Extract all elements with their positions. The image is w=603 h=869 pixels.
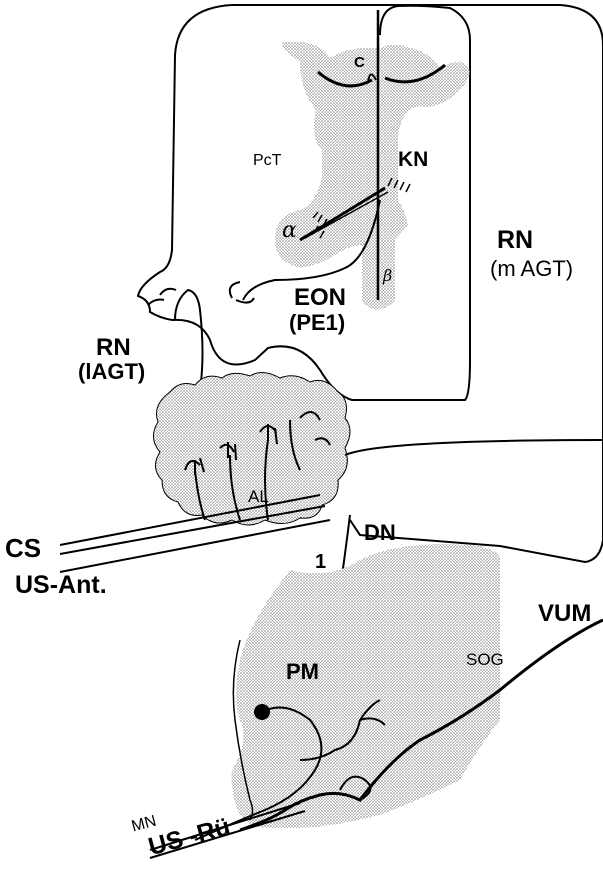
label-beta: β	[383, 268, 392, 284]
label-eon: EON	[294, 286, 346, 310]
label-us-ant: US-Ant.	[15, 573, 107, 598]
label-al: AL	[248, 488, 269, 505]
pm-soma	[254, 704, 270, 720]
label-magt: (m AGT)	[490, 258, 573, 280]
label-kn: KN	[398, 149, 428, 170]
label-sog: SOG	[466, 651, 504, 668]
label-cs: CS	[5, 535, 41, 561]
rn-lagt-tract-2	[148, 289, 176, 305]
label-rn-magt: RN	[497, 228, 533, 253]
label-pm: PM	[286, 661, 319, 683]
label-vum: VUM	[538, 602, 591, 626]
label-alpha: α	[282, 220, 297, 242]
label-lagt: (lAGT)	[78, 361, 145, 383]
label-1: 1	[315, 552, 326, 572]
subesophageal-ganglion	[232, 544, 500, 828]
eon-terminal	[230, 282, 254, 303]
label-calyx: C	[354, 55, 365, 70]
label-dn: DN	[364, 522, 396, 544]
label-pe1: (PE1)	[289, 312, 345, 334]
label-rn-lagt: RN	[96, 336, 131, 360]
label-pct: PcT	[253, 153, 281, 169]
mushroom-body	[275, 42, 470, 310]
brain-outline-left	[138, 5, 232, 320]
